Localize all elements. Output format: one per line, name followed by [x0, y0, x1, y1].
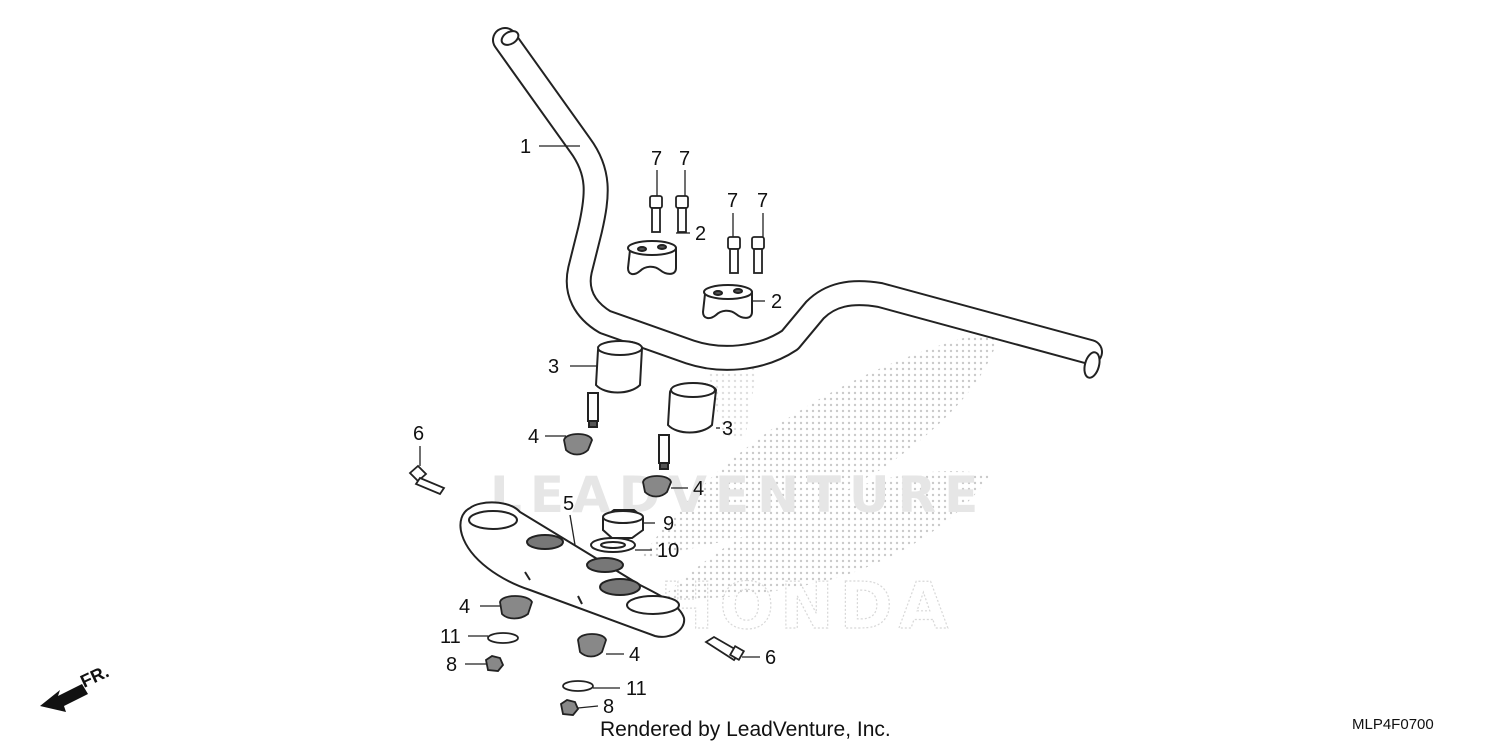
top-bridge-part: [459, 501, 686, 638]
lower-holder-left: [587, 340, 644, 428]
rubber-4-group: [499, 433, 672, 658]
callout-part-5: 5: [563, 493, 574, 515]
callout-part-11: 11: [626, 678, 647, 700]
callout-part-4: 4: [459, 596, 470, 618]
callout-part-10: 10: [657, 540, 679, 562]
callout-part-7: 7: [651, 148, 662, 170]
watermark-lead-text: LEADVENTURE: [490, 466, 986, 524]
callout-part-9: 9: [663, 513, 674, 535]
callout-part-7: 7: [757, 190, 768, 212]
washer-10-part: [590, 537, 636, 553]
front-direction-arrow-icon: FR.: [40, 661, 112, 712]
upper-holder-right: [701, 284, 753, 320]
bolt-6-group: [408, 464, 746, 662]
callout-part-8: 8: [603, 696, 614, 718]
render-credit: Rendered by LeadVenture, Inc.: [600, 718, 891, 741]
callout-part-7: 7: [679, 148, 690, 170]
callout-part-7: 7: [727, 190, 738, 212]
callout-part-2: 2: [695, 223, 706, 245]
callout-part-6: 6: [765, 647, 776, 669]
callout-part-3: 3: [548, 356, 559, 378]
washer-11-group: [487, 632, 594, 692]
callout-part-11: 11: [440, 626, 461, 648]
stem-nut-part: [602, 509, 644, 539]
callout-part-4: 4: [693, 478, 704, 500]
callout-part-2: 2: [771, 291, 782, 313]
callout-part-4: 4: [528, 426, 539, 448]
callout-part-1: 1: [520, 136, 531, 158]
callout-part-3: 3: [722, 418, 733, 440]
honda-wing-watermark: [640, 330, 1000, 600]
leader-lines: [419, 145, 765, 709]
handlebar-part: [492, 27, 1103, 379]
callout-part-8: 8: [446, 654, 457, 676]
diagram-code: MLP4F0700: [1352, 716, 1434, 733]
upper-holder-left: [626, 240, 677, 276]
watermark-brand-text: HONDA: [660, 570, 954, 644]
callout-part-6: 6: [413, 423, 424, 445]
lower-holder-right: [658, 382, 718, 470]
nut-8-group: [484, 655, 580, 716]
callout-part-4: 4: [629, 644, 640, 666]
bolt-7-group: [649, 195, 765, 274]
